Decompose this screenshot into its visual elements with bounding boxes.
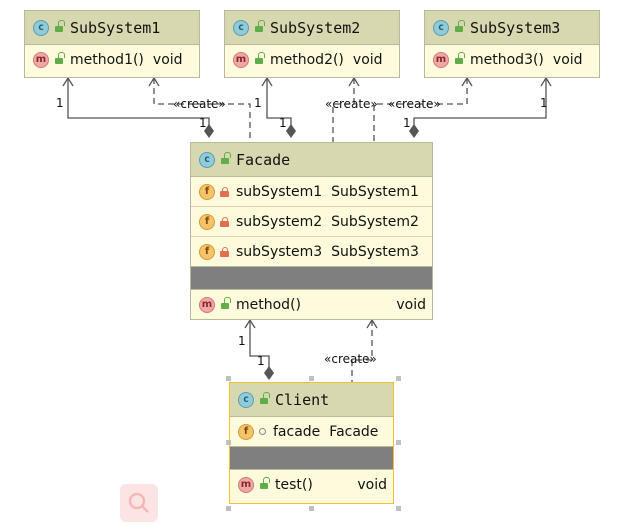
- resize-handle[interactable]: [309, 506, 314, 511]
- method-icon: m: [433, 51, 449, 68]
- unlocked-icon: [220, 297, 231, 309]
- unlocked-icon: [220, 152, 231, 164]
- class-facade[interactable]: c Facade f subSystem1 SubSystem1 f subSy…: [190, 142, 433, 320]
- multiplicity-label: 1: [403, 116, 411, 130]
- class-client[interactable]: c Client f facade Facade m test() void: [229, 382, 394, 504]
- class-subsystem3[interactable]: c SubSystem3 m method3() void: [424, 10, 600, 78]
- class-name: SubSystem3: [470, 18, 561, 37]
- class-separator: [230, 446, 393, 470]
- unlocked-icon: [259, 392, 270, 404]
- class-name: Facade: [236, 150, 291, 169]
- method-row[interactable]: m method3() void: [425, 45, 599, 74]
- class-icon: c: [433, 19, 449, 36]
- multiplicity-label: 1: [257, 354, 265, 368]
- resize-handle[interactable]: [396, 506, 401, 511]
- class-name: Client: [275, 390, 330, 409]
- class-icon: c: [199, 151, 215, 168]
- class-name: SubSystem2: [270, 18, 361, 37]
- method-type: void: [396, 296, 426, 313]
- class-icon: c: [233, 19, 249, 36]
- zoom-button[interactable]: [120, 484, 158, 522]
- resize-handle[interactable]: [226, 440, 231, 445]
- create-label: «create»: [324, 352, 377, 366]
- method-row[interactable]: m method() void: [191, 290, 432, 319]
- method-name: method2(): [270, 51, 344, 68]
- unlocked-icon: [454, 52, 465, 64]
- class-icon: c: [33, 19, 49, 36]
- method-icon: m: [33, 51, 49, 68]
- resize-handle[interactable]: [309, 376, 314, 381]
- method-row[interactable]: m method1() void: [25, 45, 199, 74]
- class-subsystem2[interactable]: c SubSystem2 m method2() void: [224, 10, 400, 78]
- unlocked-icon: [254, 52, 265, 64]
- method-name: method3(): [470, 51, 544, 68]
- class-separator: [191, 266, 432, 290]
- unlocked-icon: [259, 477, 270, 489]
- class-header: c SubSystem3: [425, 11, 599, 45]
- unlocked-icon: [254, 20, 265, 32]
- method-name: method(): [236, 296, 301, 313]
- multiplicity-label: 1: [254, 96, 262, 110]
- field-icon: f: [238, 423, 254, 440]
- field-row[interactable]: f subSystem1 SubSystem1: [191, 177, 432, 206]
- method-row[interactable]: m test() void: [230, 470, 393, 499]
- multiplicity-label: 1: [279, 116, 287, 130]
- field-name: facade: [273, 423, 321, 440]
- method-icon: m: [238, 476, 254, 493]
- method-type: void: [152, 51, 183, 68]
- class-header: c Client: [230, 383, 393, 417]
- multiplicity-label: 1: [199, 116, 207, 130]
- multiplicity-label: 1: [238, 334, 246, 348]
- field-icon: f: [199, 183, 215, 200]
- resize-handle[interactable]: [396, 376, 401, 381]
- create-label: «create»: [325, 97, 378, 111]
- field-name: subSystem1: [236, 183, 323, 200]
- field-type: SubSystem2: [331, 213, 419, 230]
- method-row[interactable]: m method2() void: [225, 45, 399, 74]
- resize-handle[interactable]: [226, 506, 231, 511]
- package-private-icon: [259, 428, 266, 435]
- unlocked-icon: [54, 20, 65, 32]
- field-name: subSystem3: [236, 243, 323, 260]
- field-type: SubSystem1: [331, 183, 419, 200]
- resize-handle[interactable]: [396, 440, 401, 445]
- field-icon: f: [199, 213, 215, 230]
- create-label: «create»: [173, 97, 226, 111]
- locked-icon: [220, 216, 229, 227]
- resize-handle[interactable]: [226, 376, 231, 381]
- field-icon: f: [199, 243, 215, 260]
- multiplicity-label: 1: [56, 96, 64, 110]
- method-type: void: [552, 51, 583, 68]
- field-row[interactable]: f subSystem2 SubSystem2: [191, 206, 432, 236]
- field-row[interactable]: f facade Facade: [230, 417, 393, 446]
- field-name: subSystem2: [236, 213, 323, 230]
- method-icon: m: [233, 51, 249, 68]
- multiplicity-label: 1: [540, 96, 548, 110]
- locked-icon: [220, 246, 229, 257]
- class-header: c SubSystem1: [25, 11, 199, 45]
- method-name: method1(): [70, 51, 144, 68]
- method-type: void: [352, 51, 383, 68]
- method-type: void: [357, 476, 387, 493]
- field-type: SubSystem3: [331, 243, 419, 260]
- class-header: c SubSystem2: [225, 11, 399, 45]
- class-name: SubSystem1: [70, 18, 161, 37]
- unlocked-icon: [454, 20, 465, 32]
- method-icon: m: [199, 296, 215, 313]
- search-icon: [128, 492, 149, 513]
- method-name: test(): [275, 476, 313, 493]
- class-header: c Facade: [191, 143, 432, 177]
- unlocked-icon: [54, 52, 65, 64]
- locked-icon: [220, 186, 229, 197]
- class-icon: c: [238, 391, 254, 408]
- field-row[interactable]: f subSystem3 SubSystem3: [191, 236, 432, 266]
- create-label: «create»: [388, 97, 441, 111]
- class-subsystem1[interactable]: c SubSystem1 m method1() void: [24, 10, 200, 78]
- field-type: Facade: [329, 423, 379, 440]
